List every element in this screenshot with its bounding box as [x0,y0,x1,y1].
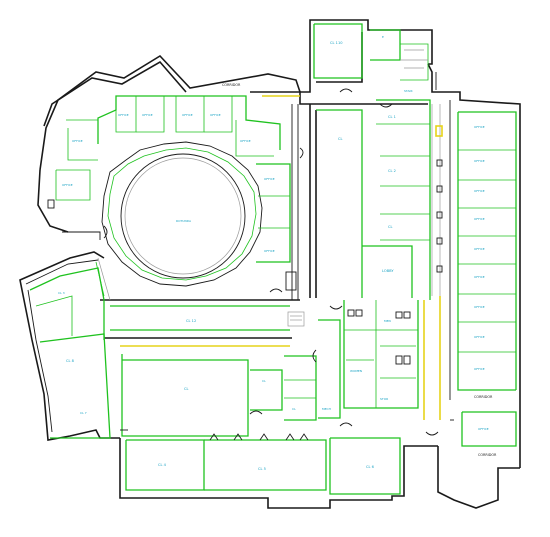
classroom-top-label: CL 110 [330,41,343,45]
office-right-4-label: OFFICE [474,217,485,221]
east-rotunda-rooms: OFFICE OFFICE CORRIDOR [222,83,299,300]
exterior-walls [19,19,521,509]
office-north-4-label: OFFICE [210,113,221,117]
west-wing: CL 3 CL 8 CL 7 [29,231,111,439]
room-s3-label: CL 6 [366,465,375,469]
office-right-9-label: OFFICE [474,367,485,371]
north-offices: OFFICE OFFICE OFFICE OFFICE OFFICE OFFIC… [55,95,281,201]
office-right-8-label: OFFICE [474,335,485,339]
central-block: CL 1 CL 2 CL LOBBY CL [309,99,443,300]
rotunda-label: ROTUNDA [176,219,192,223]
lobby-label: LOBBY [382,269,394,273]
corridor-east-label: CORRIDOR [474,395,493,399]
corridor-main-label: CL 12 [186,319,196,323]
room-small-b-label: CL [292,407,296,411]
room-mid-label: CL [338,137,343,141]
room-small-a-label: CL [262,379,266,383]
office-east-3-label: OFFICE [264,249,275,253]
mech-label: MECH [322,407,331,411]
restroom-m-label: MEN [384,319,391,323]
south-central: CL 12 CL CL CL MECH [100,95,341,437]
office-right-5-label: OFFICE [474,247,485,251]
room-west-label: CL 3 [58,291,65,295]
room-c2-label: CL 2 [388,169,396,173]
office-north-2-label: OFFICE [142,113,153,117]
east-offices: OFFICE OFFICE OFFICE OFFICE OFFICE OFFIC… [449,100,517,447]
office-right-7-label: OFFICE [474,305,485,309]
storage-label: STOR [380,397,388,401]
office-right-6-label: OFFICE [474,275,485,279]
office-north-3-label: OFFICE [182,113,193,117]
classroom-left-label: CL 8 [66,359,75,363]
service-core: MEN WOMEN STOR [343,296,441,420]
top-block: CL 110 E STAIR [313,23,429,93]
door-swings [47,88,454,436]
room-cl-label: CL [388,225,393,229]
office-north-1-label: OFFICE [118,113,129,117]
office-right-2-label: OFFICE [474,159,485,163]
rotunda: ROTUNDA [101,141,263,287]
office-east-2-label: OFFICE [264,177,275,181]
room-s1-label: CL 4 [158,463,167,467]
office-west-2-label: OFFICE [62,183,73,187]
room-c1-label: CL 1 [388,115,396,119]
corridor-se-label: CORRIDOR [478,453,497,457]
room-west2-label: CL 7 [80,411,87,415]
room-b-label: E [382,35,384,39]
office-east-1-label: OFFICE [240,139,251,143]
classroom-center-label: CL [184,387,189,391]
office-right-3-label: OFFICE [474,189,485,193]
room-s2-label: CL 5 [258,467,266,471]
office-west-1-label: OFFICE [72,139,83,143]
stair-north-label: STAIR [404,89,413,93]
office-right-1-label: OFFICE [474,125,485,129]
south-rooms: CL 4 CL 5 CL 6 [120,429,401,495]
restroom-w-label: WOMEN [350,369,362,373]
office-bottom-right-label: OFFICE [478,427,489,431]
corridor-north-label: CORRIDOR [222,83,241,87]
